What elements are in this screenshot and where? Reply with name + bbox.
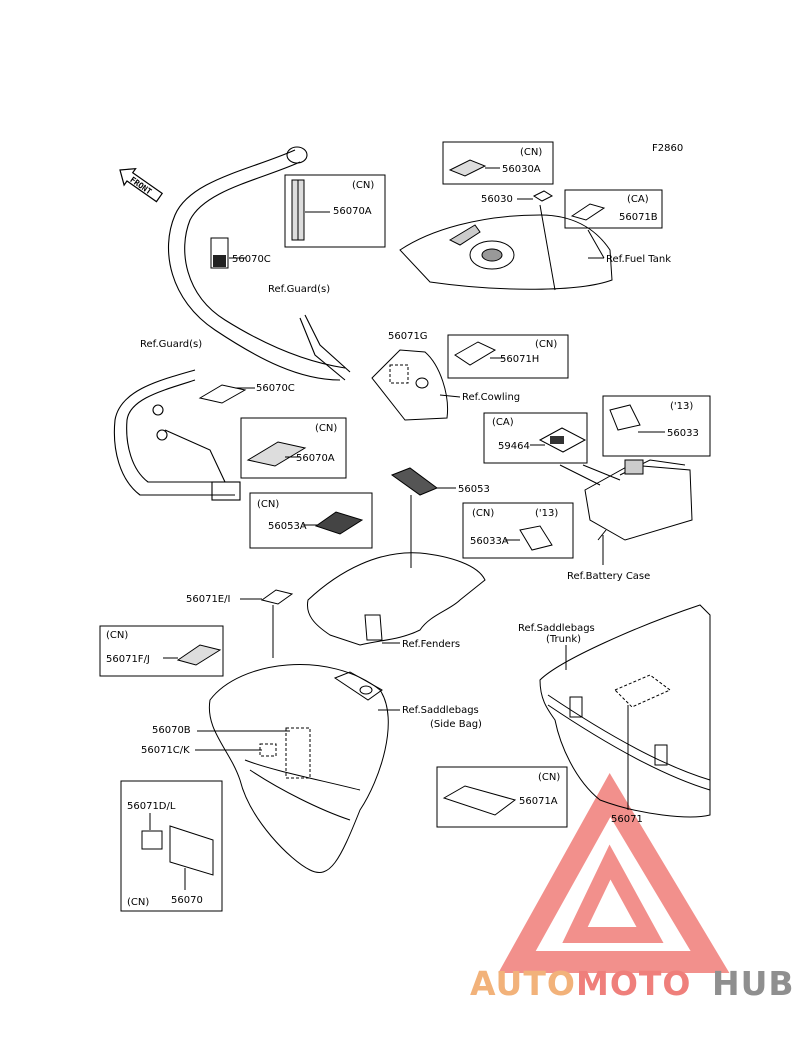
ref-fuel-tank: Ref.Fuel Tank (606, 254, 671, 265)
label-56070a-mid: 56070A (296, 453, 335, 464)
trunk-label: (Trunk) (546, 634, 581, 645)
box-13-label-2: ('13) (535, 508, 558, 519)
watermark-hub: HUB (712, 964, 795, 1003)
ref-guards-upper: Ref.Guard(s) (268, 284, 330, 295)
label-59464: 59464 (498, 441, 530, 452)
box-cn-label-9: (CN) (538, 772, 560, 783)
box-ca-label: (CA) (627, 194, 649, 205)
cowling-drawing (371, 349, 449, 421)
box-13-label: ('13) (670, 401, 693, 412)
label-56071dl: 56071D/L (127, 801, 176, 812)
watermark-logo (498, 773, 730, 973)
ref-cowling: Ref.Cowling (462, 392, 520, 403)
label-56070b: 56070B (152, 725, 191, 736)
decal-56070c-left (198, 384, 247, 404)
box-ca-56071b (564, 189, 663, 229)
box-cn-56053a (249, 492, 373, 549)
box-cn-56071fj (99, 625, 224, 677)
watermark-moto: MOTO (576, 964, 691, 1003)
box-cn-56071dl (120, 780, 223, 912)
ref-guards-left: Ref.Guard(s) (140, 339, 202, 350)
label-56071: 56071 (611, 814, 643, 825)
lower-guard-drawing (113, 369, 241, 501)
decal-56053 (390, 467, 439, 496)
box-cn-56030a (442, 141, 554, 185)
box-cn-label-2: (CN) (520, 147, 542, 158)
box-ca-59464 (483, 412, 588, 464)
label-56030a: 56030A (502, 164, 541, 175)
side-bag-drawing (208, 664, 389, 873)
label-56033a: 56033A (470, 536, 509, 547)
ref-saddlebags-side: Ref.Saddlebags (402, 705, 479, 716)
label-56071ei: 56071E/I (186, 594, 230, 605)
box-cn-56071h (447, 334, 569, 379)
label-56071h: 56071H (500, 354, 539, 365)
label-56071a: 56071A (519, 796, 558, 807)
box-cn-56070a-mid (240, 417, 347, 479)
box-cn-13-56033a (462, 502, 574, 559)
watermark-auto: AUTO (470, 964, 576, 1003)
fender-drawing (306, 552, 486, 646)
label-56070c-left: 56070C (256, 383, 295, 394)
label-56070: 56070 (171, 895, 203, 906)
box-cn-56071a (436, 766, 568, 828)
label-56070c-upper: 56070C (232, 254, 271, 265)
watermark-text: AUTO MOTO HUB (470, 964, 795, 1003)
ref-battery-case: Ref.Battery Case (567, 571, 650, 582)
label-56071b: 56071B (619, 212, 658, 223)
box-13-56033 (602, 395, 711, 457)
box-cn-label-7: (CN) (106, 630, 128, 641)
label-56071ck: 56071C/K (141, 745, 190, 756)
box-cn-label-4: (CN) (257, 499, 279, 510)
box-cn-56070a-top (284, 174, 386, 248)
box-cn-label-6: (CN) (472, 508, 494, 519)
ref-fenders: Ref.Fenders (402, 639, 460, 650)
label-56030: 56030 (481, 194, 513, 205)
side-bag-label: (Side Bag) (430, 719, 482, 730)
box-ca-label-2: (CA) (492, 417, 514, 428)
box-cn-label-5: (CN) (535, 339, 557, 350)
trunk-drawing (539, 604, 711, 818)
fuel-tank-drawing (399, 204, 613, 291)
box-cn-label-3: (CN) (315, 423, 337, 434)
battery-case-drawing (584, 459, 693, 541)
upper-guard-drawing (168, 146, 351, 381)
figure-code: F2860 (652, 143, 683, 154)
front-arrow: FRONT (119, 167, 164, 203)
label-56053: 56053 (458, 484, 490, 495)
box-cn-label: (CN) (352, 180, 374, 191)
decal-56071ei (260, 589, 294, 605)
label-56071fj: 56071F/J (106, 654, 150, 665)
label-56070a-top: 56070A (333, 206, 372, 217)
label-56033: 56033 (667, 428, 699, 439)
ref-saddlebags-trunk: Ref.Saddlebags (518, 623, 595, 634)
label-56053a: 56053A (268, 521, 307, 532)
label-56071g: 56071G (388, 331, 428, 342)
box-cn-label-8: (CN) (127, 897, 149, 908)
